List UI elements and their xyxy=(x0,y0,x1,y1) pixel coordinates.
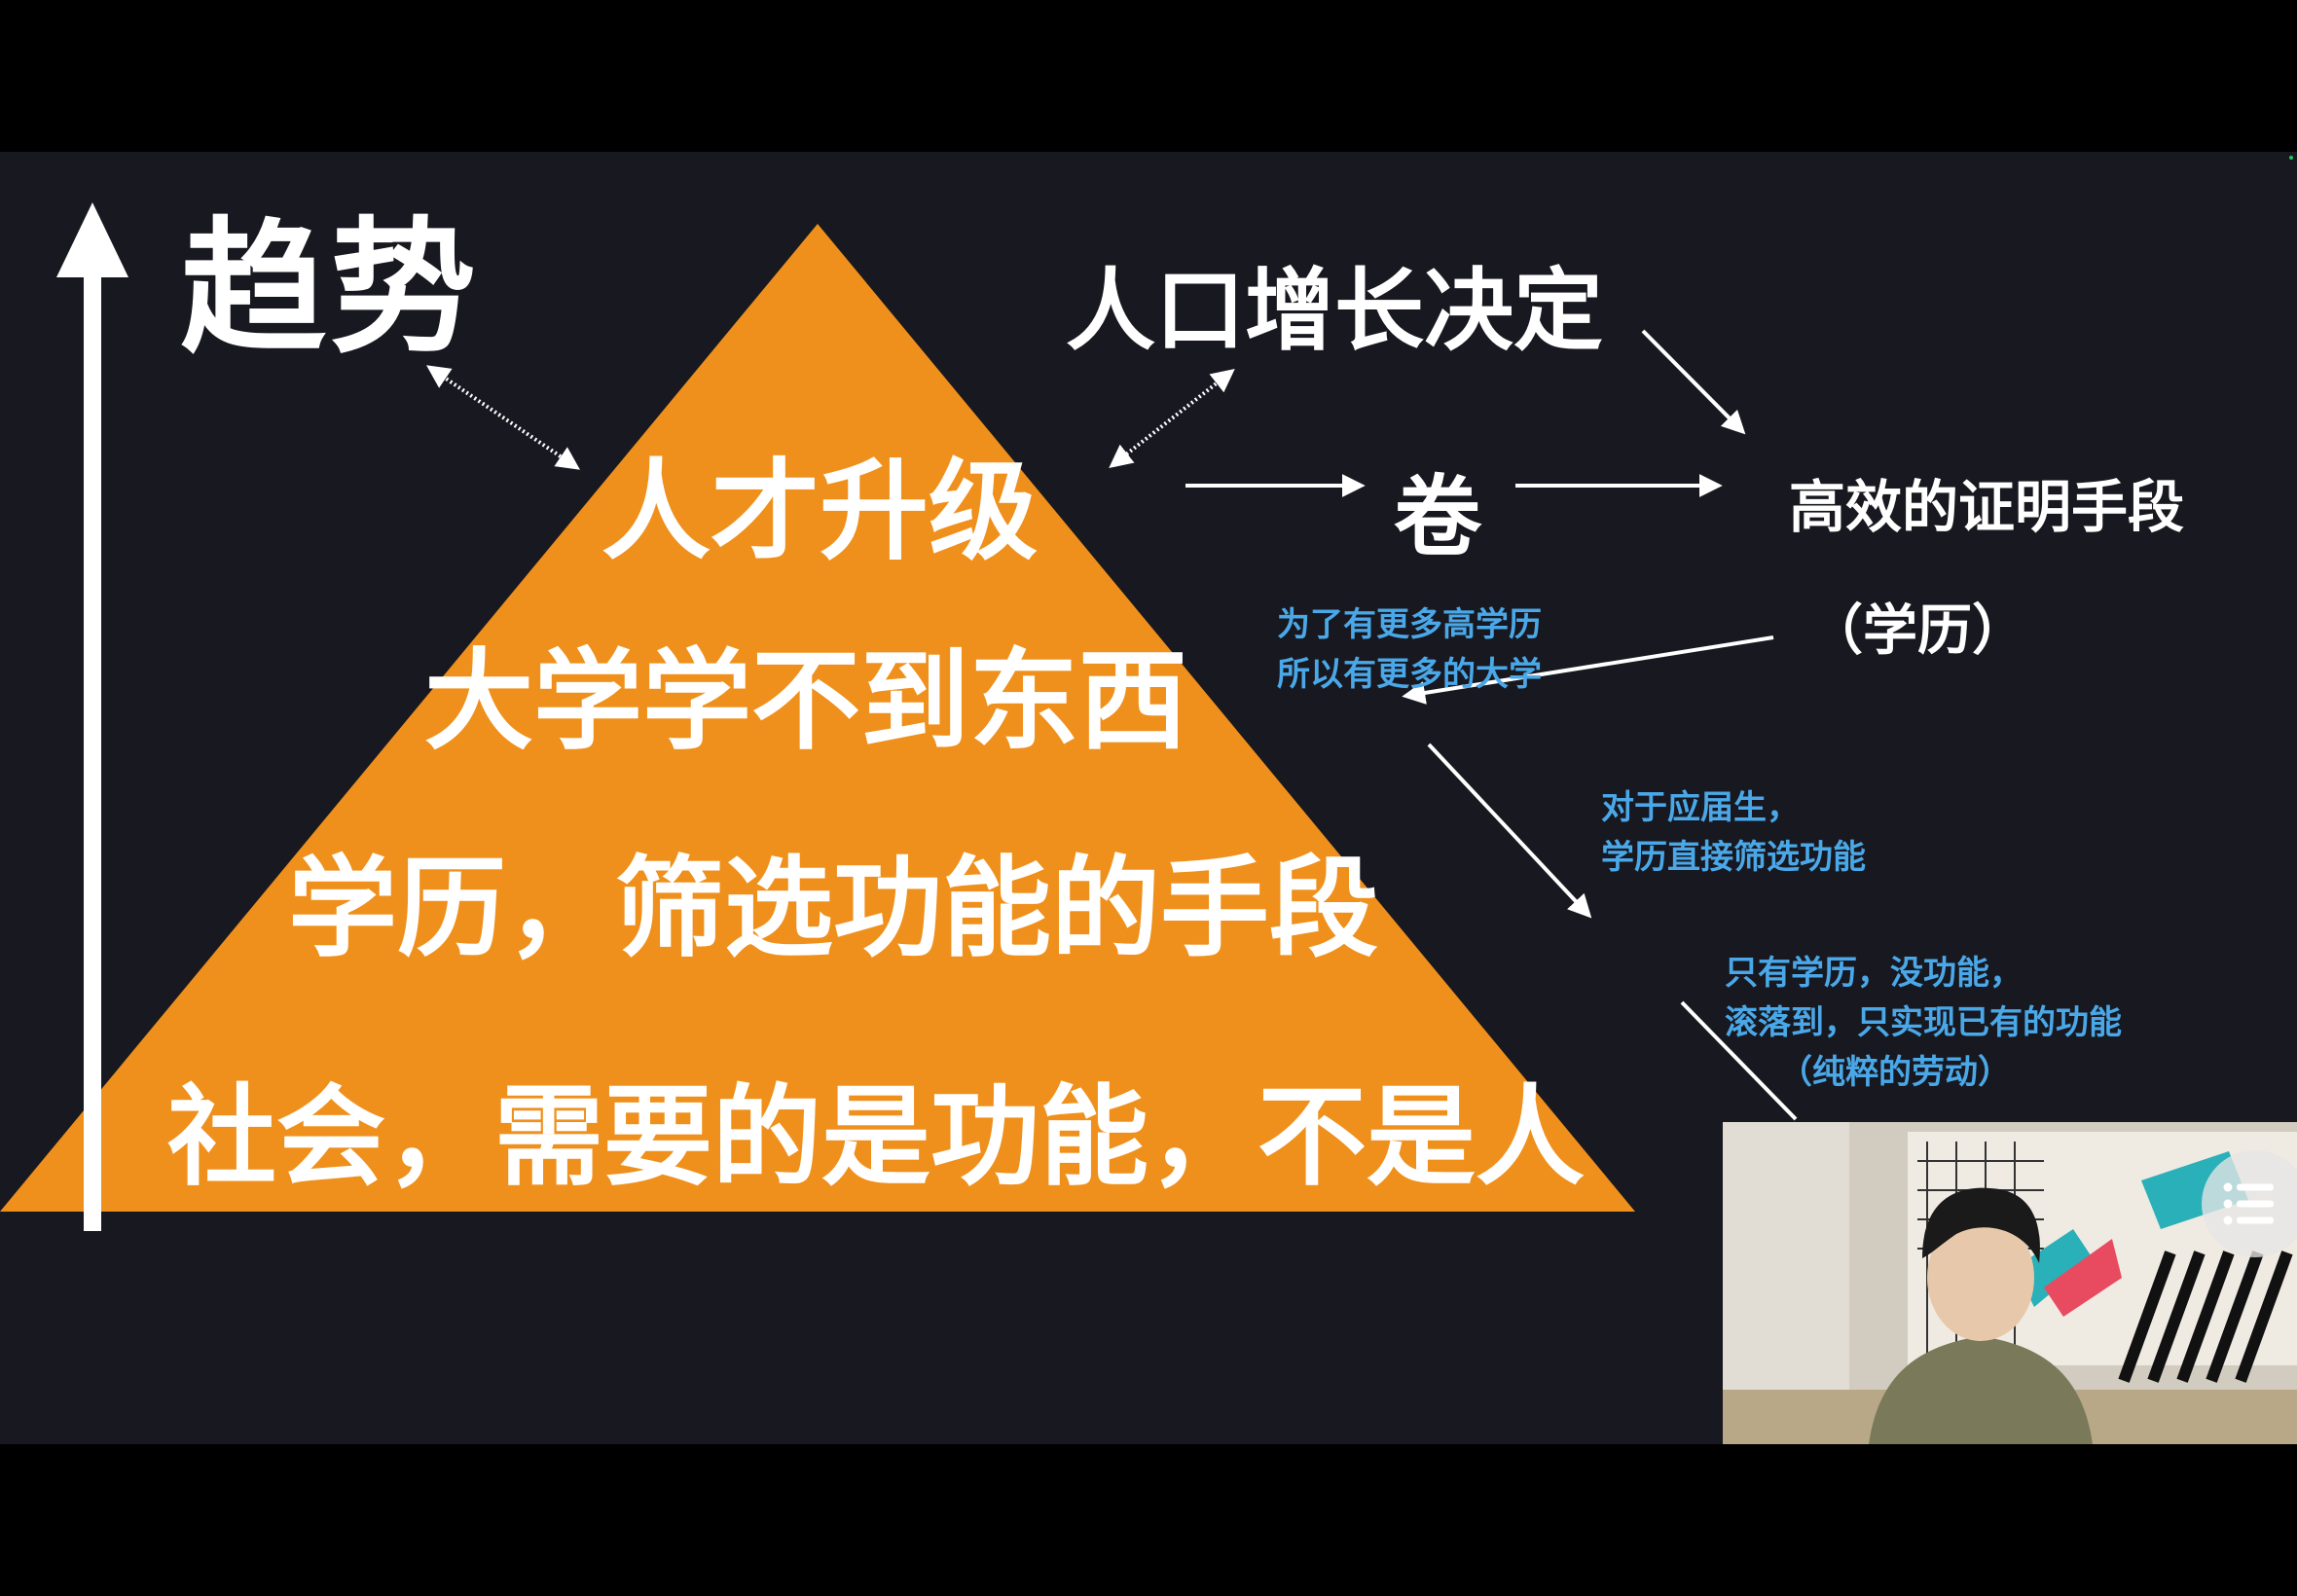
note-graduates-line-2: 学历直接筛选功能 xyxy=(1601,838,1866,877)
letterbox-top xyxy=(0,0,2297,152)
proof-label: 高效的证明手段 xyxy=(1789,474,2185,540)
arrow-title-to-talent xyxy=(426,365,580,470)
webcam-video xyxy=(1723,1122,2297,1444)
pyramid-line-3: 学历，筛选功能的手段 xyxy=(288,846,1378,972)
note-function: 只有学历，没功能， 滚落到，只实现已有的功能 （纯粹的劳动） xyxy=(1725,949,2122,1098)
arrow-xueli-to-university xyxy=(1402,635,1774,705)
xueli-label: （学历） xyxy=(1808,599,2026,663)
toc-button[interactable] xyxy=(2202,1150,2297,1257)
slide-title: 趋势 xyxy=(180,204,481,374)
note-universities-line-1: 为了有更多高学历 xyxy=(1277,605,1542,644)
arrow-university-to-graduates xyxy=(1427,743,1592,919)
pyramid-shape xyxy=(0,224,1635,1212)
list-icon xyxy=(2223,1182,2274,1225)
juan-label: 卷 xyxy=(1394,466,1481,568)
up-arrow-icon xyxy=(56,202,128,1231)
arrow-population-to-proof xyxy=(1641,329,1746,435)
pyramid-line-1: 人才升级 xyxy=(602,449,1038,575)
pyramid-line-2: 大学学不到东西 xyxy=(424,638,1187,765)
note-function-line-3: （纯粹的劳动） xyxy=(1779,1053,2011,1092)
arrow-to-function xyxy=(1680,1000,1798,1121)
note-universities-line-2: 所以有更多的大学 xyxy=(1277,655,1542,694)
note-graduates: 对于应届生， 学历直接筛选功能 xyxy=(1601,783,1866,883)
note-universities: 为了有更多高学历 所以有更多的大学 xyxy=(1277,600,1542,700)
arrow-population-to-talent xyxy=(1109,369,1235,468)
pyramid-line-4: 社会，需要的是功能，不是人 xyxy=(167,1074,1585,1201)
webcam-scene xyxy=(1723,1122,2297,1444)
note-function-line-2: 滚落到，只实现已有的功能 xyxy=(1725,1003,2122,1042)
population-label: 人口增长决定 xyxy=(1066,259,1604,363)
note-graduates-line-1: 对于应届生， xyxy=(1601,788,1800,827)
letterbox-bottom xyxy=(0,1444,2297,1596)
note-function-line-1: 只有学历，没功能， xyxy=(1725,954,2023,993)
status-dot xyxy=(2289,156,2293,160)
